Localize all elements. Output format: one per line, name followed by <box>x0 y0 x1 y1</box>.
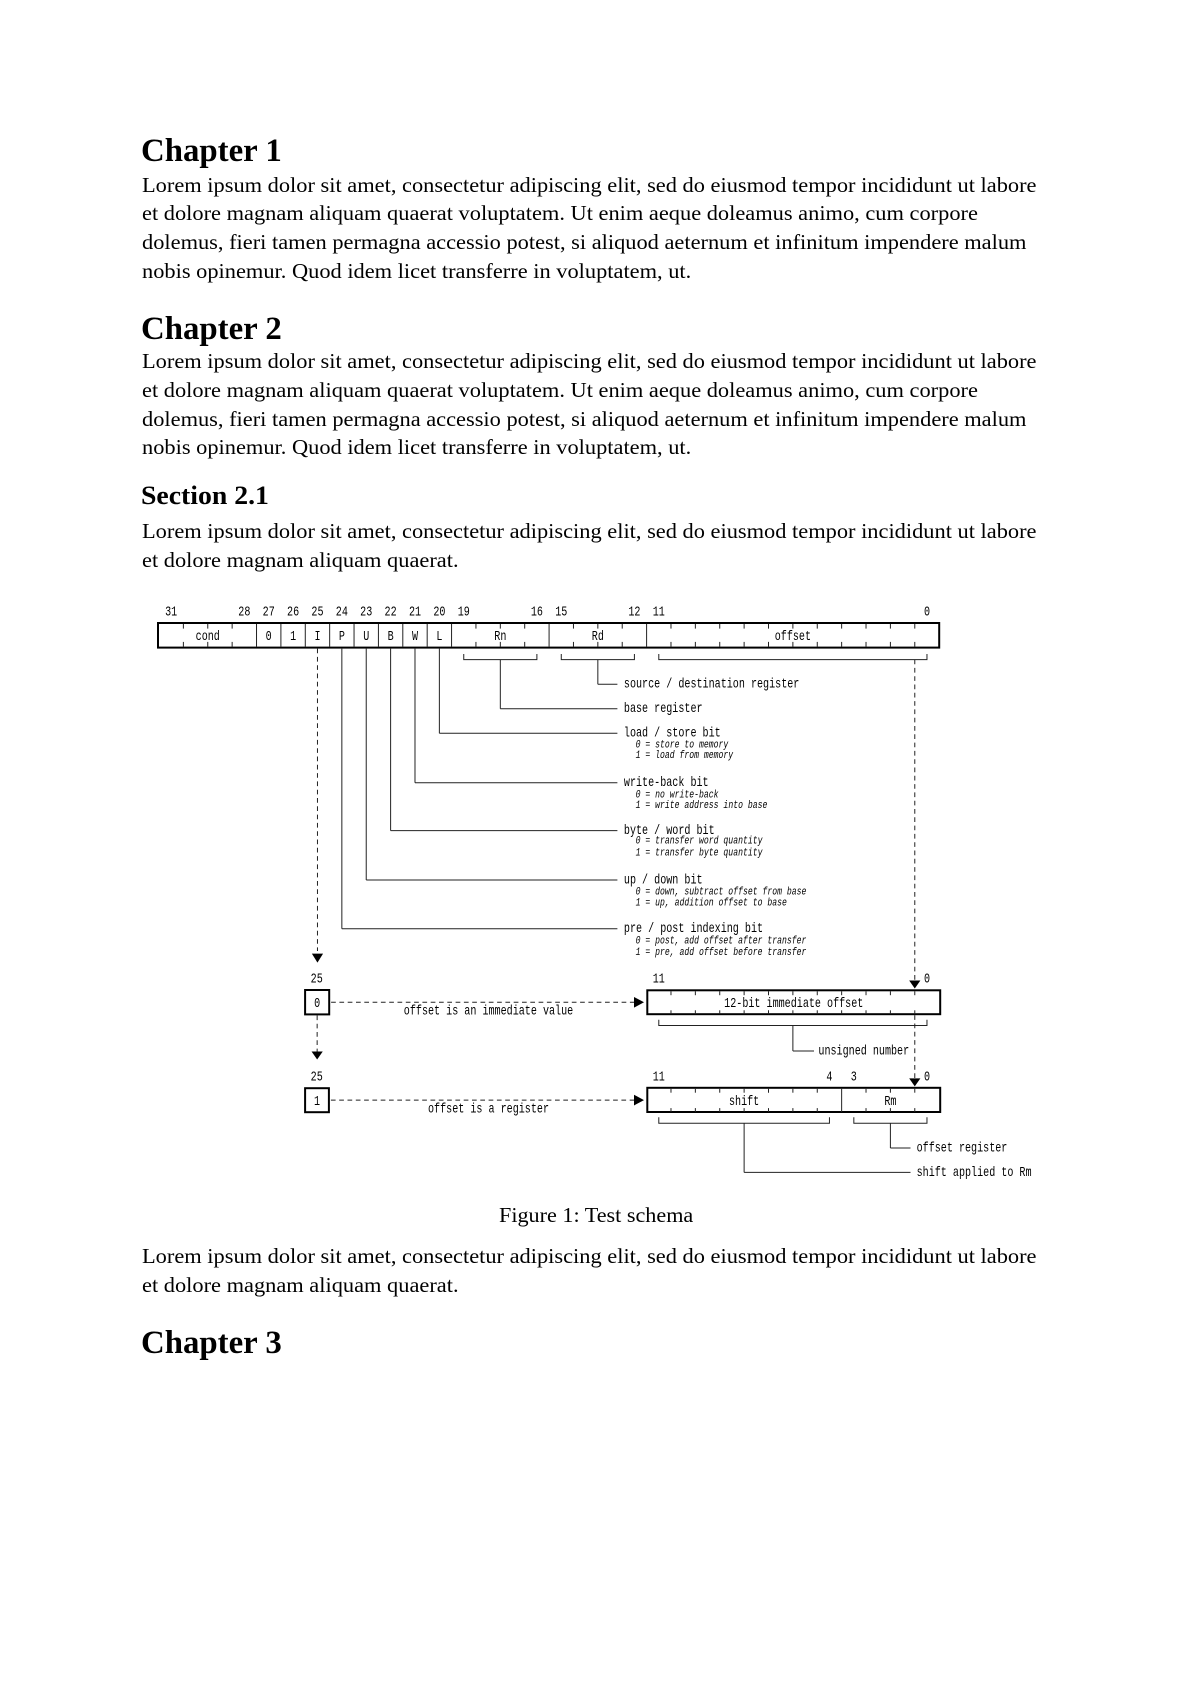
svg-text:W: W <box>412 629 418 645</box>
svg-text:0: 0 <box>924 972 930 988</box>
svg-text:shift applied to Rm: shift applied to Rm <box>917 1165 1032 1181</box>
svg-text:offset is an immediate value: offset is an immediate value <box>404 1004 573 1020</box>
svg-text:U: U <box>363 629 369 645</box>
svg-text:0 = down, subtract offset from: 0 = down, subtract offset from base <box>636 886 807 898</box>
svg-text:cond: cond <box>196 629 220 645</box>
svg-text:1: 1 <box>314 1094 320 1110</box>
svg-text:0: 0 <box>314 996 320 1012</box>
svg-text:0 = store to memory: 0 = store to memory <box>636 740 729 752</box>
svg-text:L: L <box>436 629 442 645</box>
svg-text:shift: shift <box>729 1094 759 1110</box>
svg-text:25: 25 <box>311 605 323 621</box>
svg-text:23: 23 <box>360 605 372 621</box>
svg-text:1 = transfer byte quantity: 1 = transfer byte quantity <box>636 847 763 859</box>
svg-text:1 = load from memory: 1 = load from memory <box>636 750 734 762</box>
svg-text:20: 20 <box>433 605 445 621</box>
svg-text:4: 4 <box>826 1070 832 1086</box>
svg-text:B: B <box>388 629 394 645</box>
svg-text:0: 0 <box>924 1070 930 1086</box>
svg-text:24: 24 <box>336 605 348 621</box>
svg-text:offset is a register: offset is a register <box>428 1101 549 1117</box>
svg-text:byte / word bit: byte / word bit <box>624 823 715 839</box>
svg-text:P: P <box>339 629 345 645</box>
svg-text:unsigned number: unsigned number <box>818 1043 909 1059</box>
svg-text:pre / post indexing bit: pre / post indexing bit <box>624 921 763 937</box>
svg-text:Rn: Rn <box>494 629 506 645</box>
svg-text:offset register: offset register <box>917 1140 1008 1156</box>
svg-text:11: 11 <box>653 605 665 621</box>
svg-text:1: 1 <box>290 629 296 645</box>
svg-text:31: 31 <box>165 605 177 621</box>
svg-text:21: 21 <box>409 605 421 621</box>
svg-text:0: 0 <box>266 629 272 645</box>
svg-text:26: 26 <box>287 605 299 621</box>
svg-text:25: 25 <box>311 972 323 988</box>
svg-text:1 = write address into base: 1 = write address into base <box>636 800 768 812</box>
svg-text:3: 3 <box>851 1070 857 1086</box>
svg-text:source / destination register: source / destination register <box>624 677 799 693</box>
svg-text:25: 25 <box>311 1070 323 1086</box>
svg-text:28: 28 <box>238 605 250 621</box>
svg-text:27: 27 <box>263 605 275 621</box>
svg-text:12-bit immediate offset: 12-bit immediate offset <box>724 996 863 1012</box>
svg-text:write-back bit: write-back bit <box>624 775 709 791</box>
svg-text:0 = transfer word quantity: 0 = transfer word quantity <box>636 836 763 848</box>
svg-text:offset: offset <box>775 629 811 645</box>
svg-text:I: I <box>314 629 320 645</box>
svg-text:Rm: Rm <box>884 1094 896 1110</box>
svg-text:load / store bit: load / store bit <box>624 726 721 742</box>
svg-text:19: 19 <box>458 605 470 621</box>
svg-text:12: 12 <box>628 605 640 621</box>
svg-text:0: 0 <box>924 605 930 621</box>
svg-text:1 = pre, add offset before tra: 1 = pre, add offset before transfer <box>636 947 807 959</box>
svg-text:11: 11 <box>653 972 665 988</box>
svg-text:0 = post, add offset after tra: 0 = post, add offset after transfer <box>636 935 807 947</box>
svg-text:22: 22 <box>385 605 397 621</box>
svg-text:11: 11 <box>653 1070 665 1086</box>
svg-text:1 = up, addition offset to bas: 1 = up, addition offset to base <box>636 898 787 910</box>
svg-text:16: 16 <box>531 605 543 621</box>
svg-text:0 = no write-back: 0 = no write-back <box>636 790 719 802</box>
svg-text:base register: base register <box>624 701 703 717</box>
svg-text:15: 15 <box>555 605 567 621</box>
svg-text:Rd: Rd <box>592 629 604 645</box>
svg-text:up / down bit: up / down bit <box>624 872 703 888</box>
